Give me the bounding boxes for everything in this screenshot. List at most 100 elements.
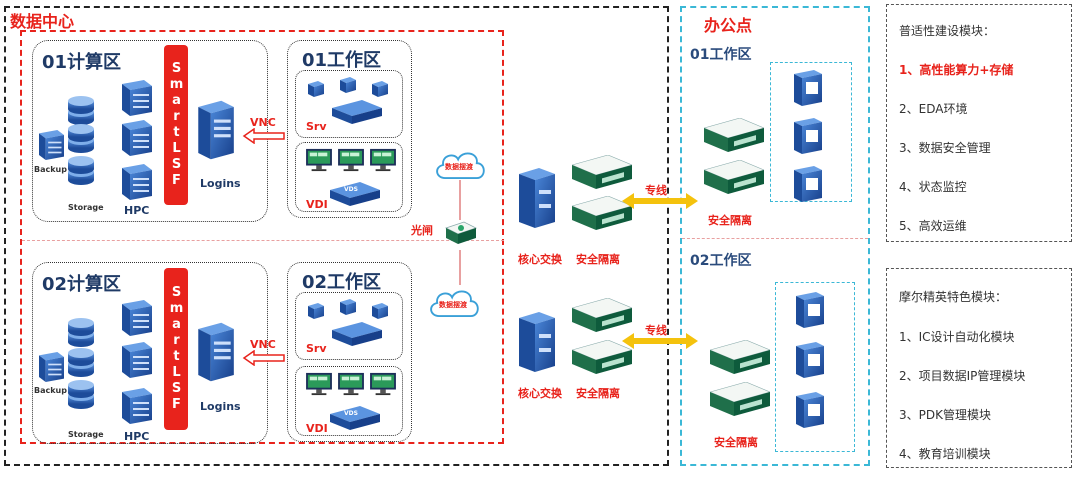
logins-server-icon xyxy=(192,322,238,382)
dedicated-line-arrow-icon xyxy=(622,333,698,349)
general-module-item: 4、状态监控 xyxy=(899,180,967,194)
hpc-server-icon xyxy=(114,120,154,156)
office-pc-group-1 xyxy=(770,62,852,202)
datacenter-frame xyxy=(4,6,669,466)
office-isolation-icon xyxy=(704,118,764,152)
storage-disk-icon xyxy=(66,314,96,348)
srv-group-1 xyxy=(295,70,403,138)
vm-icon xyxy=(338,298,358,316)
compute-zone-1 xyxy=(32,40,268,222)
dedicated-line-label: 专线 xyxy=(645,184,667,197)
smartlsf-bar: SmartLSF xyxy=(164,45,188,205)
work-zone-2-title: 02工作区 xyxy=(302,272,382,293)
dedicated-line-label: 专线 xyxy=(645,324,667,337)
general-module-item: 5、高效运维 xyxy=(899,219,967,233)
srv-host-icon xyxy=(332,322,382,346)
office-divider xyxy=(682,238,868,239)
vdi-monitor-icon xyxy=(369,148,397,172)
hpc-server-icon xyxy=(114,342,154,378)
work-zone-1-title: 01工作区 xyxy=(302,50,382,71)
security-isolation-icon xyxy=(572,155,632,189)
logins-server-icon xyxy=(192,100,238,160)
office-title: 办公点 xyxy=(704,16,753,35)
core-switch-icon xyxy=(519,312,555,372)
logins-label: Logins xyxy=(200,400,241,413)
vdi-group-1 xyxy=(295,142,403,212)
smartlsf-label: SmartLSF xyxy=(169,285,184,413)
hpc-server-icon xyxy=(114,388,154,424)
desktop-pc-icon xyxy=(792,340,828,380)
vdi-monitor-icon xyxy=(305,148,333,172)
desktop-pc-icon xyxy=(790,164,826,204)
storage-disk-icon xyxy=(66,120,96,154)
compute-zone-1-title: 01计算区 xyxy=(42,52,122,73)
optical-gate-icon xyxy=(444,221,478,244)
vdi-label: VDI xyxy=(306,422,328,435)
office-work-zone-2-title: 02工作区 xyxy=(690,253,752,269)
hpc-label: HPC xyxy=(124,204,150,217)
srv-label: Srv xyxy=(306,120,327,133)
data-ferry-label: 数据摆渡 xyxy=(439,301,467,309)
vds-label: VDS xyxy=(344,410,358,417)
core-switch-label: 核心交换 xyxy=(518,253,562,266)
hpc-label: HPC xyxy=(124,430,150,443)
office-isolation-label: 安全隔离 xyxy=(708,214,752,227)
feature-modules-panel xyxy=(886,268,1072,468)
office-isolation-label: 安全隔离 xyxy=(714,436,758,449)
feature-module-item: 1、IC设计自动化模块 xyxy=(899,330,1015,344)
feature-module-item: 3、PDK管理模块 xyxy=(899,408,991,422)
office-isolation-icon xyxy=(704,160,764,194)
vm-icon xyxy=(306,80,326,98)
security-isolation-icon xyxy=(572,298,632,332)
storage-disk-icon xyxy=(66,344,96,378)
backup-label: Backup xyxy=(34,386,67,395)
feature-modules-title: 摩尔精英特色模块： xyxy=(899,290,1008,304)
storage-disk-icon xyxy=(66,376,96,410)
vdi-monitor-icon xyxy=(369,372,397,396)
desktop-pc-icon xyxy=(792,390,828,430)
vnc-arrow-icon xyxy=(242,350,285,366)
srv-label: Srv xyxy=(306,342,327,355)
srv-host-icon xyxy=(332,100,382,124)
compute-zone-2-title: 02计算区 xyxy=(42,274,122,295)
general-module-item: 1、高性能算力+存储 xyxy=(899,63,1014,77)
compute-zone-2 xyxy=(32,262,268,444)
vds-label: VDS xyxy=(344,186,358,193)
vdi-group-2 xyxy=(295,366,403,436)
storage-label: Storage xyxy=(68,430,104,439)
optical-gate-label: 光闸 xyxy=(411,224,433,237)
datacenter-red-frame xyxy=(20,30,504,444)
office-pc-group-2 xyxy=(775,282,855,452)
storage-disk-icon xyxy=(66,152,96,186)
datacenter-divider xyxy=(22,240,504,241)
vdi-monitor-icon xyxy=(305,372,333,396)
office-frame xyxy=(680,6,870,466)
vnc-arrow-icon xyxy=(242,128,285,144)
general-module-item: 3、数据安全管理 xyxy=(899,141,991,155)
general-modules-panel xyxy=(886,4,1072,242)
storage-label: Storage xyxy=(68,203,104,212)
general-modules-title: 普适性建设模块： xyxy=(899,24,996,38)
vdi-label: VDI xyxy=(306,198,328,211)
desktop-pc-icon xyxy=(792,290,828,330)
vm-icon xyxy=(370,302,390,320)
office-isolation-icon xyxy=(710,340,770,374)
vnc-label: VNC xyxy=(250,116,276,129)
backup-server-icon xyxy=(32,352,66,382)
general-module-item: 2、EDA环境 xyxy=(899,102,968,116)
logins-label: Logins xyxy=(200,177,241,190)
office-isolation-icon xyxy=(710,382,770,416)
feature-module-item: 2、项目数据IP管理模块 xyxy=(899,369,1026,383)
vdi-monitor-icon xyxy=(337,372,365,396)
vdi-monitor-icon xyxy=(337,148,365,172)
smartlsf-label: SmartLSF xyxy=(169,61,184,189)
backup-server-icon xyxy=(32,130,66,160)
vm-icon xyxy=(370,80,390,98)
security-isolation-label: 安全隔离 xyxy=(576,253,620,266)
vnc-label: VNC xyxy=(250,338,276,351)
hpc-server-icon xyxy=(114,300,154,336)
work-zone-1 xyxy=(287,40,412,218)
security-isolation-label: 安全隔离 xyxy=(576,387,620,400)
smartlsf-bar: SmartLSF xyxy=(164,268,188,430)
office-work-zone-1-title: 01工作区 xyxy=(690,47,752,63)
